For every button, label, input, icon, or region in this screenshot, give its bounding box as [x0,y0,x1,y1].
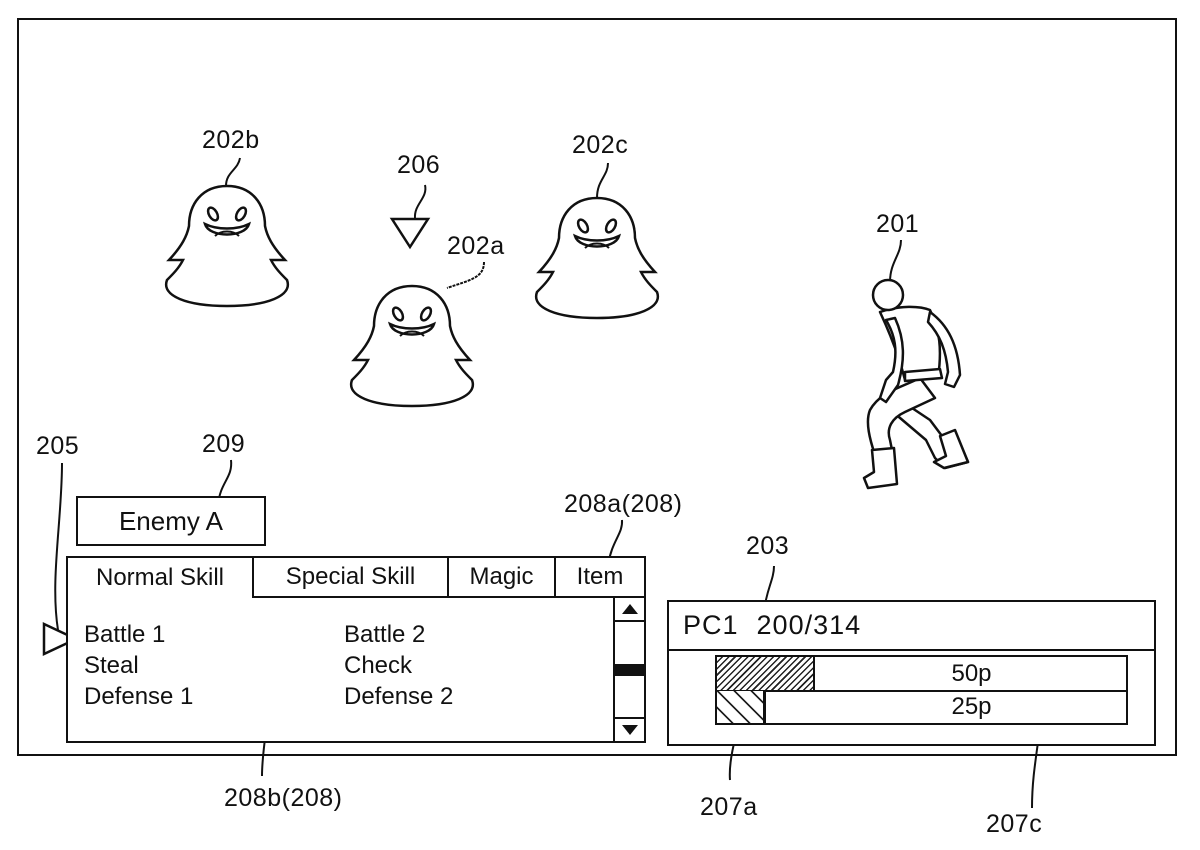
tab-label: Item [576,563,624,590]
scroll-up-button[interactable] [615,598,644,622]
ref-label-enemy-b: 202b [202,126,260,154]
gauge-row: 25p [717,691,1126,723]
command-window: Normal Skill Special Skill Magic Item Ba… [66,556,646,743]
command-item-steal[interactable]: Steal [84,652,139,679]
command-item-battle-1[interactable]: Battle 1 [84,621,166,648]
command-item-defense-1[interactable]: Defense 1 [84,683,194,710]
gauge-label: 25p [951,693,992,720]
tab-magic[interactable]: Magic [449,558,556,598]
scroll-down-button[interactable] [615,717,644,741]
ref-label-gauge-frame: 207c [986,810,1043,838]
gauge-row: 50p [717,657,1126,692]
command-cursor-icon [42,622,79,656]
gauge-label: 50p [951,659,992,687]
gauge-fill [717,691,767,723]
ref-label-target-name: 209 [202,430,246,458]
character-name: PC1 [683,610,739,640]
tab-item[interactable]: Item [556,558,644,598]
target-name: Enemy A [118,505,224,536]
target-name-box: Enemy A [76,496,266,546]
tab-special-skill[interactable]: Special Skill [254,558,449,598]
scroll-thumb[interactable] [615,663,644,676]
ref-label-enemy-c: 202c [572,131,629,159]
command-list: Battle 1 Battle 2 Steal Check Defense 1 … [84,620,604,711]
tab-label: Magic [469,563,534,590]
tab-label: Normal Skill [95,564,224,591]
status-panel: PC1 200/314 50p 25p [667,600,1156,746]
tab-label: Special Skill [285,563,416,590]
ref-label-status-panel: 203 [746,532,790,560]
ref-label-tab-bar: 208a(208) [564,490,683,518]
ref-label-player: 201 [876,210,920,238]
command-tab-bar: Normal Skill Special Skill Magic Item [68,558,644,598]
command-item-check[interactable]: Check [344,652,413,679]
gauge-fill [717,657,816,690]
command-scrollbar[interactable] [613,598,644,741]
command-item-defense-2[interactable]: Defense 2 [344,683,454,710]
ref-label-gauge-fill: 207a [700,793,758,821]
triangle-up-icon [621,604,638,614]
triangle-down-icon [621,725,638,735]
hp-value: 200/314 [756,610,862,640]
command-item-battle-2[interactable]: Battle 2 [344,621,426,648]
status-header: PC1 200/314 [669,602,1154,651]
ref-label-command-cursor: 205 [36,432,80,460]
game-screen-frame [17,18,1177,756]
ref-label-target-cursor: 206 [397,151,441,179]
tab-normal-skill[interactable]: Normal Skill [68,558,254,598]
ref-label-enemy-a: 202a [447,232,505,260]
gauge-frame: 50p 25p [715,655,1128,725]
ref-label-command-list: 208b(208) [224,784,343,812]
